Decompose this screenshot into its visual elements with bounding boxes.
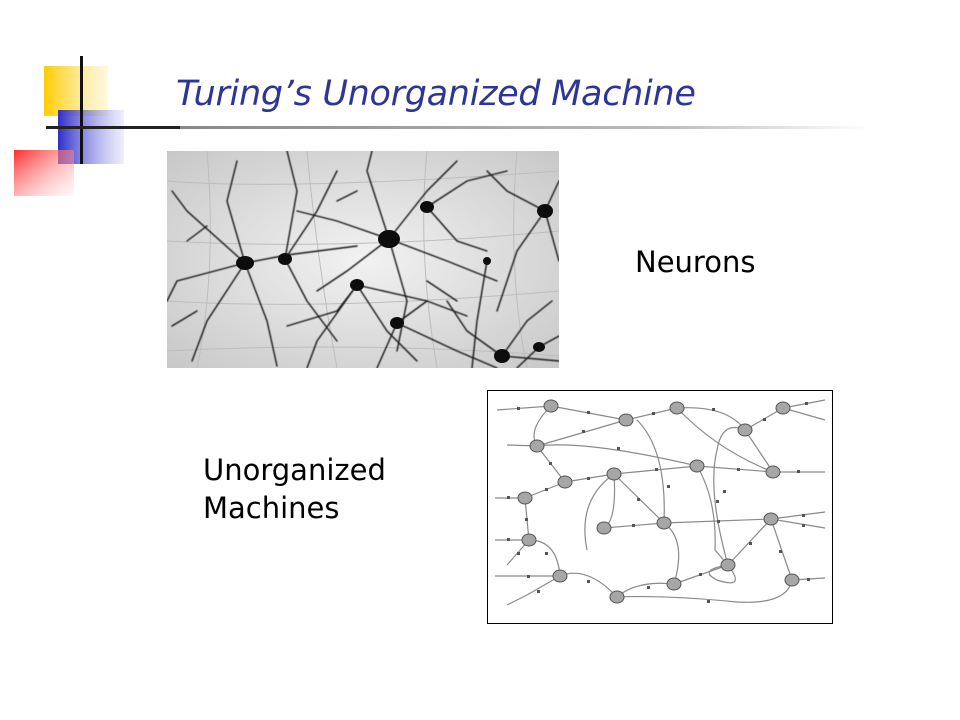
machine-network-diagram xyxy=(487,390,833,624)
neurons-label: Neurons xyxy=(635,245,756,279)
machines-label-line2: Machines xyxy=(203,491,340,525)
yellow-square xyxy=(44,66,108,116)
edge-ticks xyxy=(507,402,810,603)
machines-label-line1: Unorganized xyxy=(203,453,386,487)
title-rule xyxy=(180,126,870,129)
vertical-rule xyxy=(80,56,83,164)
corner-decoration xyxy=(14,56,870,196)
neurons-photo xyxy=(167,151,559,368)
red-square xyxy=(14,150,74,196)
network-nodes xyxy=(517,399,800,604)
unorganized-machines-label: Unorganized Machines xyxy=(203,451,386,527)
slide-title: Turing’s Unorganized Machine xyxy=(176,74,696,114)
